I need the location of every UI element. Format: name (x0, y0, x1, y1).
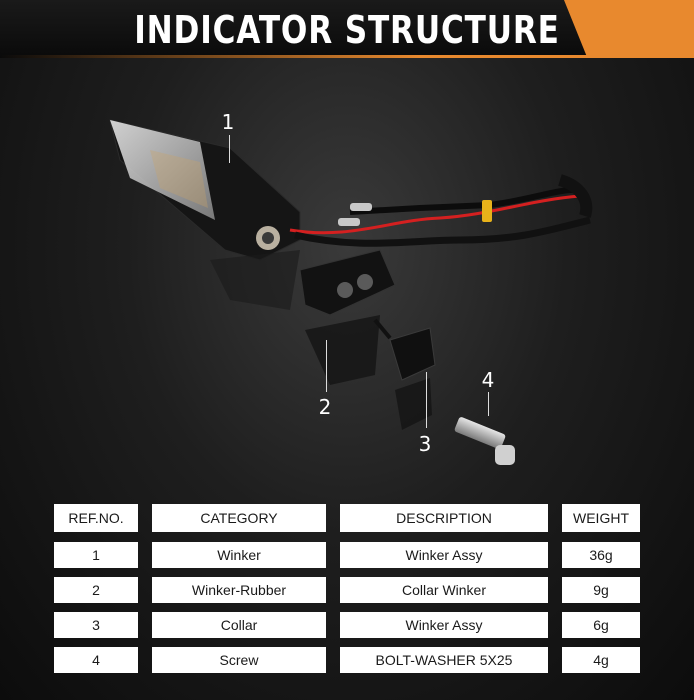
category-cell: Collar (152, 612, 326, 638)
weight-cell: 9g (562, 577, 640, 603)
callout-leader-4 (488, 392, 489, 416)
column-header-ref-no: REF.NO. (54, 504, 138, 532)
indicator-product-image (109, 119, 593, 465)
table-header-row: REF.NO. CATEGORY DESCRIPTION WEIGHT (54, 504, 640, 532)
callout-number-1: 1 (221, 110, 235, 134)
ref-no-cell: 2 (54, 577, 138, 603)
table-row: 2 Winker-Rubber Collar Winker 9g (54, 577, 640, 603)
description-cell: Collar Winker (340, 577, 548, 603)
description-cell: Winker Assy (340, 612, 548, 638)
description-cell: Winker Assy (340, 542, 548, 568)
callout-leader-3 (426, 372, 427, 428)
ref-no-cell: 4 (54, 647, 138, 673)
callout-leader-2 (326, 340, 327, 392)
table-row: 3 Collar Winker Assy 6g (54, 612, 640, 638)
header-orange-accent (564, 0, 694, 58)
weight-cell: 6g (562, 612, 640, 638)
table-row: 4 Screw BOLT-WASHER 5X25 4g (54, 647, 640, 673)
weight-cell: 36g (562, 542, 640, 568)
ref-no-cell: 1 (54, 542, 138, 568)
header-underline (0, 55, 600, 58)
callout-leader-1 (229, 135, 230, 163)
screw-part (454, 417, 515, 465)
winker-part (109, 119, 301, 261)
column-header-category: CATEGORY (152, 504, 326, 532)
collar-part (373, 318, 436, 430)
weight-cell: 4g (562, 647, 640, 673)
table-row: 1 Winker Winker Assy 36g (54, 542, 640, 568)
callout-number-4: 4 (481, 368, 495, 392)
ref-no-cell: 3 (54, 612, 138, 638)
callout-number-3: 3 (418, 432, 432, 456)
description-cell: BOLT-WASHER 5X25 (340, 647, 548, 673)
category-cell: Winker (152, 542, 326, 568)
page-title: INDICATOR STRUCTURE (134, 8, 560, 52)
column-header-description: DESCRIPTION (340, 504, 548, 532)
spec-table: REF.NO. CATEGORY DESCRIPTION WEIGHT 1 Wi… (54, 504, 640, 682)
category-cell: Screw (152, 647, 326, 673)
column-header-weight: WEIGHT (562, 504, 640, 532)
rubber-collar-part (299, 249, 396, 385)
category-cell: Winker-Rubber (152, 577, 326, 603)
header-banner: INDICATOR STRUCTURE (0, 0, 694, 60)
callout-number-2: 2 (318, 395, 332, 419)
